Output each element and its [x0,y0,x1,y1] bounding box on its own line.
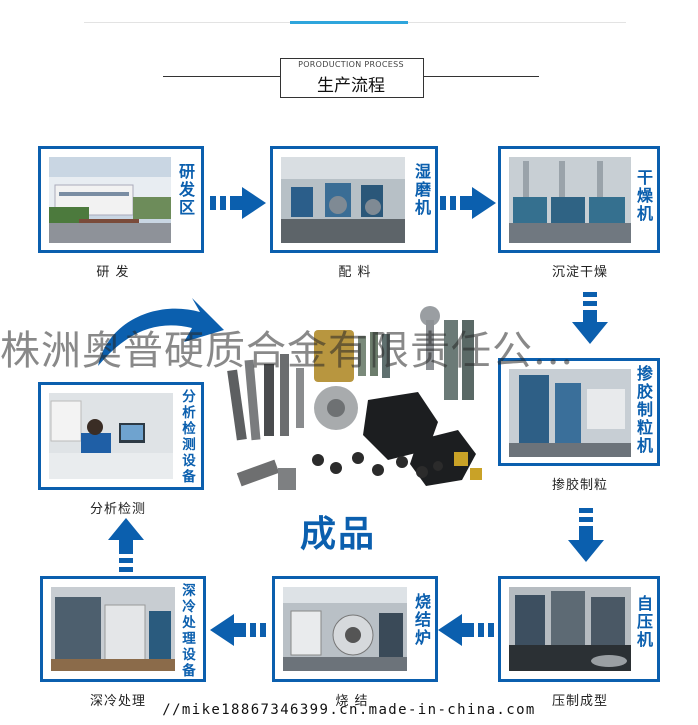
caption-cryogenic: 深冷处理 [89,694,146,709]
caption-analysis: 分析检测 [89,502,146,517]
arrow-left-1-icon [438,614,494,646]
analysis-photo [49,393,173,479]
step-card-granulation: 掺胶制粒机 [498,358,660,466]
caption-sintering: 烧 结 [335,694,369,709]
arrow-down-1-icon [572,292,608,344]
arrow-right-2-icon [440,187,496,219]
sintering-photo [283,587,407,671]
step-label-analysis: 分析检测设备 [182,389,196,485]
cryogenic-photo [51,587,175,671]
caption-dry: 沉淀干燥 [551,265,608,280]
caption-mix: 配 料 [338,265,372,280]
curved-arrow-icon [98,298,224,366]
watermark-text: 株洲奥普硬质合金有限责任公... [0,328,575,374]
step-label-pressing: 自压机 [636,594,653,649]
step-card-pressing: 自压机 [498,576,660,682]
granulation-photo [509,369,631,457]
header-box [280,58,424,98]
caption-rnd: 研 发 [96,265,130,280]
header-rule-left [163,76,280,77]
top-accent-bar [290,21,408,24]
dryer-photo [509,157,631,243]
header-rule-right [422,76,539,77]
caption-granulation: 掺胶制粒 [551,478,608,493]
step-label-rnd: 研发区 [178,162,195,217]
step-card-wet-mill: 湿磨机 [270,146,438,253]
step-label-wet-mill: 湿磨机 [414,162,431,217]
arrow-up-icon [108,518,144,572]
products-title: 成品 [300,514,377,555]
step-label-dryer: 干燥机 [636,168,653,223]
arrow-left-2-icon [210,614,266,646]
step-card-rnd: 研发区 [38,146,204,253]
arrow-down-2-icon [568,508,604,562]
arrow-right-1-icon [210,187,266,219]
step-label-cryogenic: 深冷处理设备 [182,583,196,679]
caption-pressing: 压制成型 [551,694,608,709]
step-label-granulation: 掺胶制粒机 [636,364,653,455]
step-label-sintering: 烧结炉 [414,592,431,647]
step-card-cryogenic: 深冷处理设备 [40,576,206,682]
pressing-photo [509,587,631,671]
step-card-dryer: 干燥机 [498,146,660,253]
step-card-sintering: 烧结炉 [272,576,438,682]
footer-url: //mike18867346399.cn.made-in-china.com [162,702,536,718]
header-title: 生产流程 [317,76,385,96]
wet-mill-photo [281,157,405,243]
step-card-analysis: 分析检测设备 [38,382,204,490]
rnd-photo [49,157,171,243]
products-image [227,306,482,490]
header-subtitle: PORODUCTION PROCESS [298,60,404,69]
